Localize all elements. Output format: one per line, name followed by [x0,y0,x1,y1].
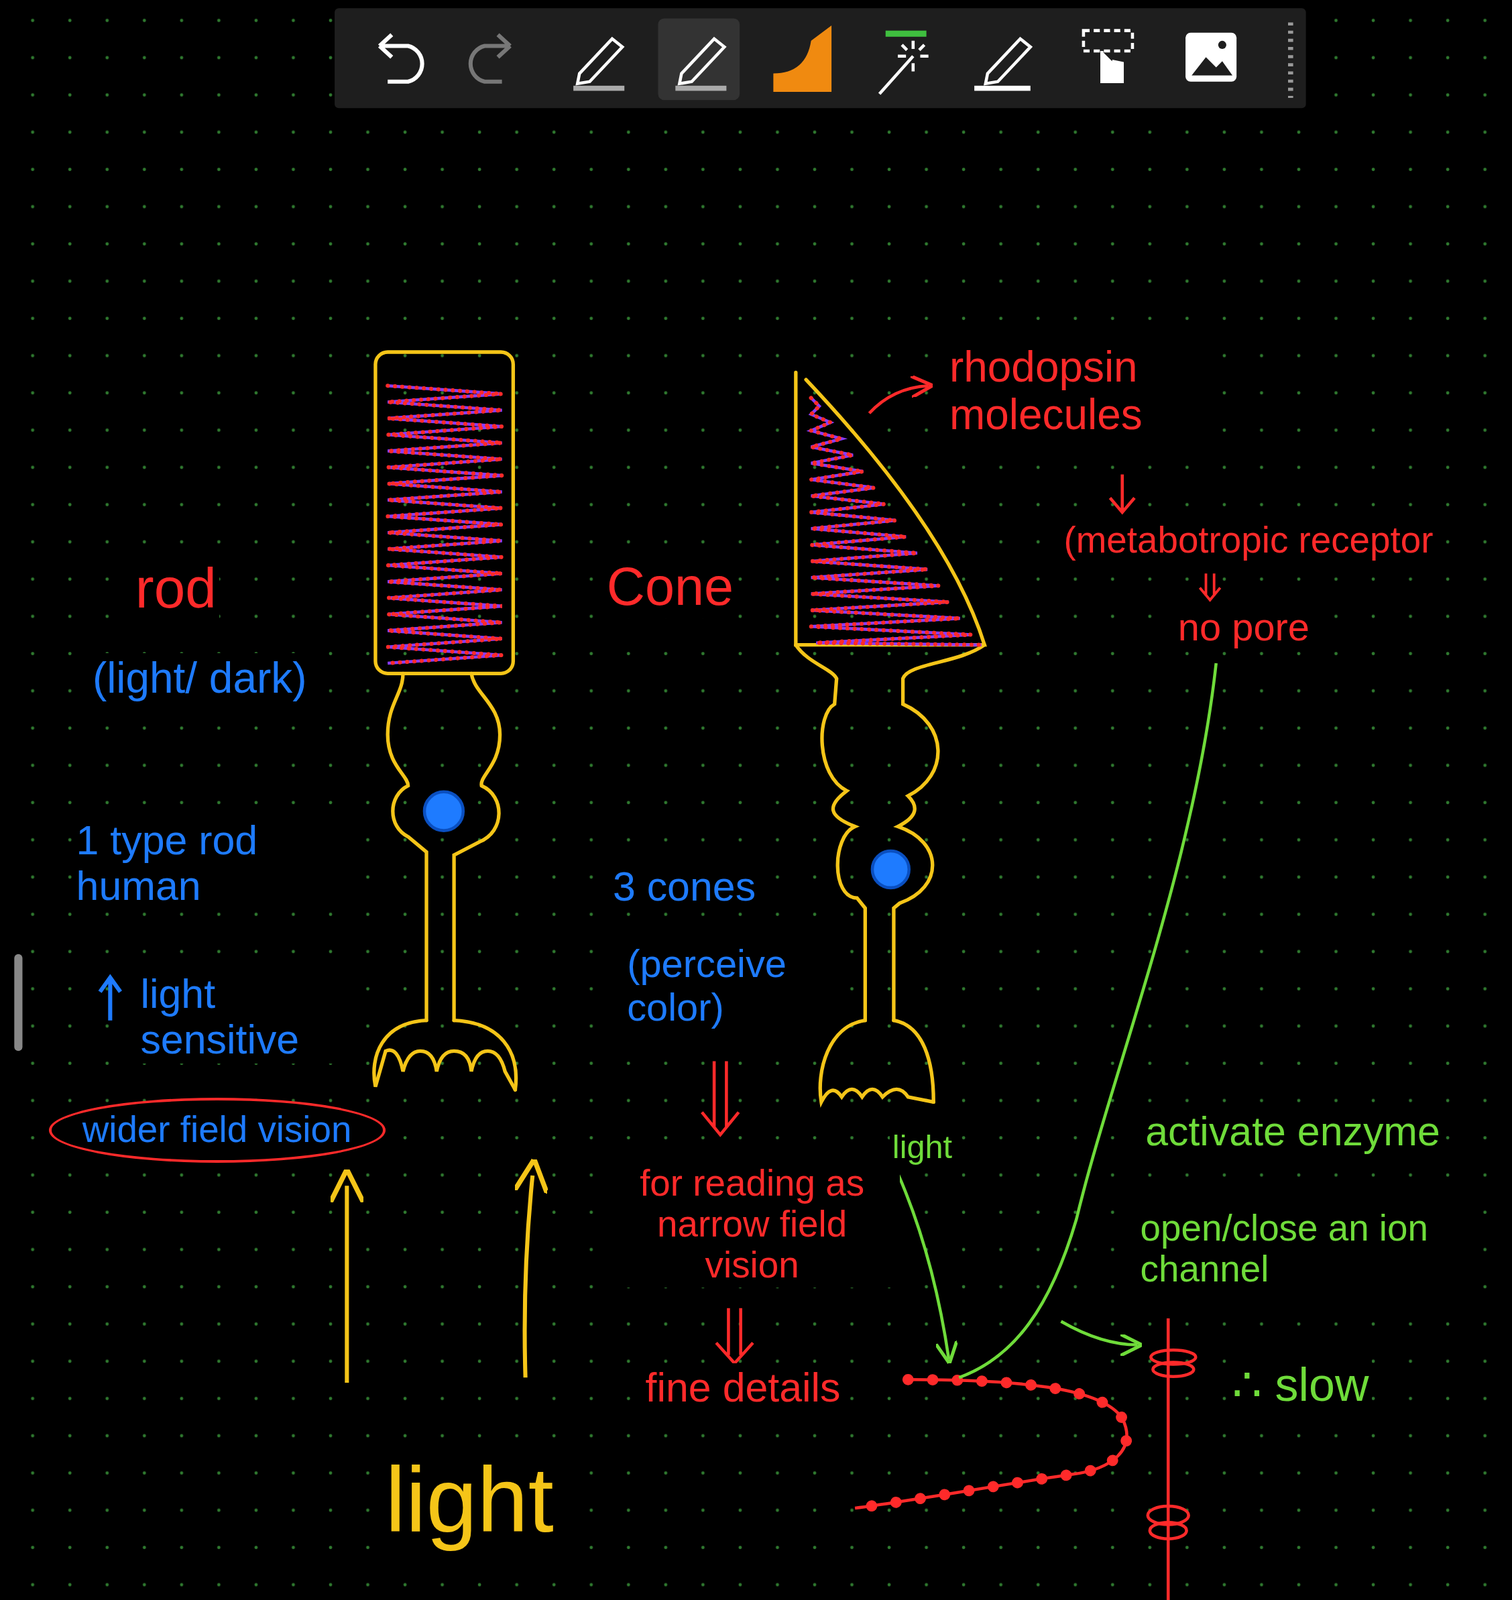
note: no pore [1175,604,1313,651]
increase-arrow [99,977,121,1021]
implies-arrow [716,1308,753,1364]
implies-arrow [702,1061,739,1136]
toolbar [334,8,1307,108]
implies-arrow [1199,573,1220,601]
note: 1 type rod human [73,816,350,910]
receptor-dots [854,1379,1127,1508]
rod-nucleus [424,791,464,831]
pathway-arrow [1060,1321,1138,1346]
note: light sensitive [137,969,363,1064]
rod-discs [387,385,502,664]
note: activate enzyme [1142,1107,1443,1156]
title-word: light [382,1446,557,1553]
scrollbar [14,954,23,1052]
down-arrow [1109,474,1135,513]
part-label: rhodopsin molecules [946,341,1207,441]
note: ∴ slow [1229,1357,1372,1413]
oval-text: wider field vision [82,1108,353,1151]
note: fine details [643,1363,844,1412]
light-arrow [897,1173,949,1360]
cone-nucleus [872,850,910,888]
leader-arrow [868,385,928,414]
cell-name: Cone [604,555,737,619]
rhodopsin-dots [387,385,502,664]
note: (metabotropic receptor [1060,518,1436,562]
note: light [889,1127,955,1167]
rod-cell [374,352,517,1090]
note: for reading as narrow field vision [604,1161,901,1288]
note: (light/ dark) [89,653,315,705]
oval-highlight: wider field vision [48,1097,386,1162]
note: (perceive color) [624,940,824,1031]
ion-channel [1147,1318,1197,1600]
light-arrow [525,1175,534,1378]
note: open/close an ion channel [1137,1206,1480,1292]
note: 3 cones [610,862,759,911]
light-arrow [344,1185,349,1383]
membrane [854,1379,1127,1508]
cell-name: rod [132,555,220,622]
cone-cell [795,372,985,1102]
